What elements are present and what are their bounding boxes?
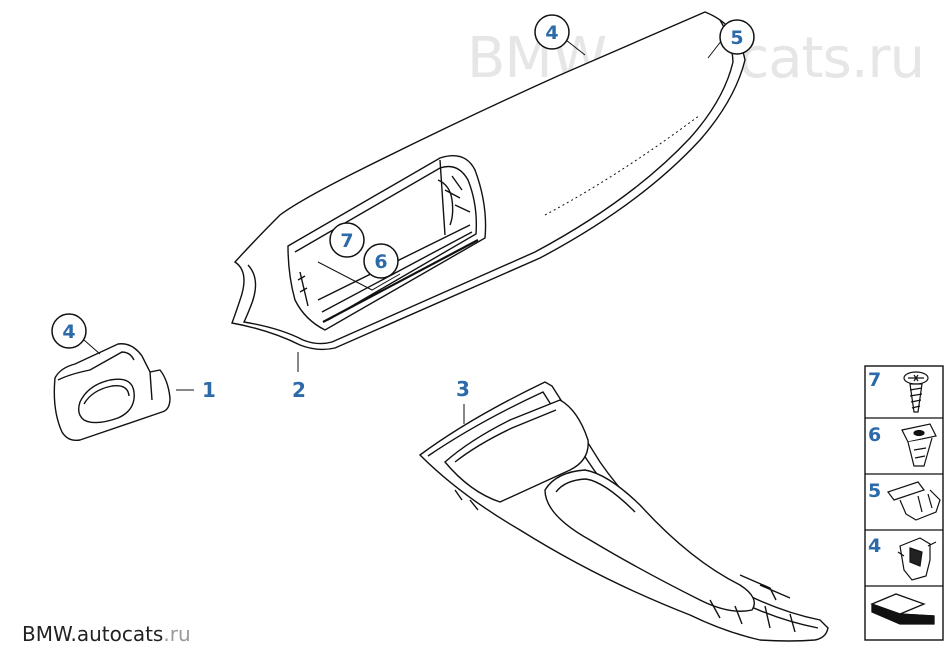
svg-text:6: 6 bbox=[868, 424, 881, 446]
callout-5-top: 5 bbox=[707, 19, 755, 59]
left-trim-cover[interactable] bbox=[53, 343, 171, 442]
svg-text:1: 1 bbox=[202, 378, 216, 402]
clip-icon bbox=[897, 537, 937, 581]
svg-text:5: 5 bbox=[868, 480, 881, 502]
svg-text:4: 4 bbox=[62, 321, 75, 343]
svg-text:7: 7 bbox=[340, 230, 353, 252]
callout-6-center: 6 bbox=[363, 243, 399, 279]
svg-text:4: 4 bbox=[545, 22, 558, 44]
part-label-2: 2 bbox=[292, 352, 306, 402]
legend-row-7[interactable]: 7 bbox=[868, 369, 929, 413]
legend-row-4[interactable]: 4 bbox=[868, 535, 937, 581]
callout-7-center: 7 bbox=[317, 222, 401, 291]
legend-row-shim[interactable] bbox=[870, 593, 935, 625]
expanding-nut-icon bbox=[901, 423, 937, 467]
part-label-3: 3 bbox=[456, 377, 470, 424]
callout-4-top: 4 bbox=[534, 14, 586, 56]
callout-4-left: 4 bbox=[51, 313, 101, 355]
svg-text:2: 2 bbox=[292, 378, 306, 402]
screw-icon bbox=[903, 371, 929, 413]
svg-text:6: 6 bbox=[374, 251, 387, 273]
watermark-bottom: BMW.autocats.ru bbox=[22, 622, 191, 646]
watermark-tld: .ru bbox=[163, 622, 191, 646]
watermark-site: autocats bbox=[76, 622, 164, 646]
legend-panel: 7 6 5 bbox=[864, 365, 944, 641]
center-console-trim[interactable] bbox=[418, 381, 829, 642]
watermark-brand: BMW. bbox=[22, 622, 77, 646]
shim-icon bbox=[870, 593, 935, 625]
svg-text:7: 7 bbox=[868, 369, 881, 391]
legend-row-6[interactable]: 6 bbox=[868, 423, 937, 467]
spring-clip-icon bbox=[887, 481, 941, 521]
part-label-1: 1 bbox=[176, 378, 216, 402]
dashboard-trim-strip[interactable] bbox=[231, 11, 746, 351]
svg-text:3: 3 bbox=[456, 377, 470, 401]
svg-text:5: 5 bbox=[730, 27, 743, 49]
legend-row-5[interactable]: 5 bbox=[868, 480, 941, 521]
svg-text:4: 4 bbox=[868, 535, 881, 557]
